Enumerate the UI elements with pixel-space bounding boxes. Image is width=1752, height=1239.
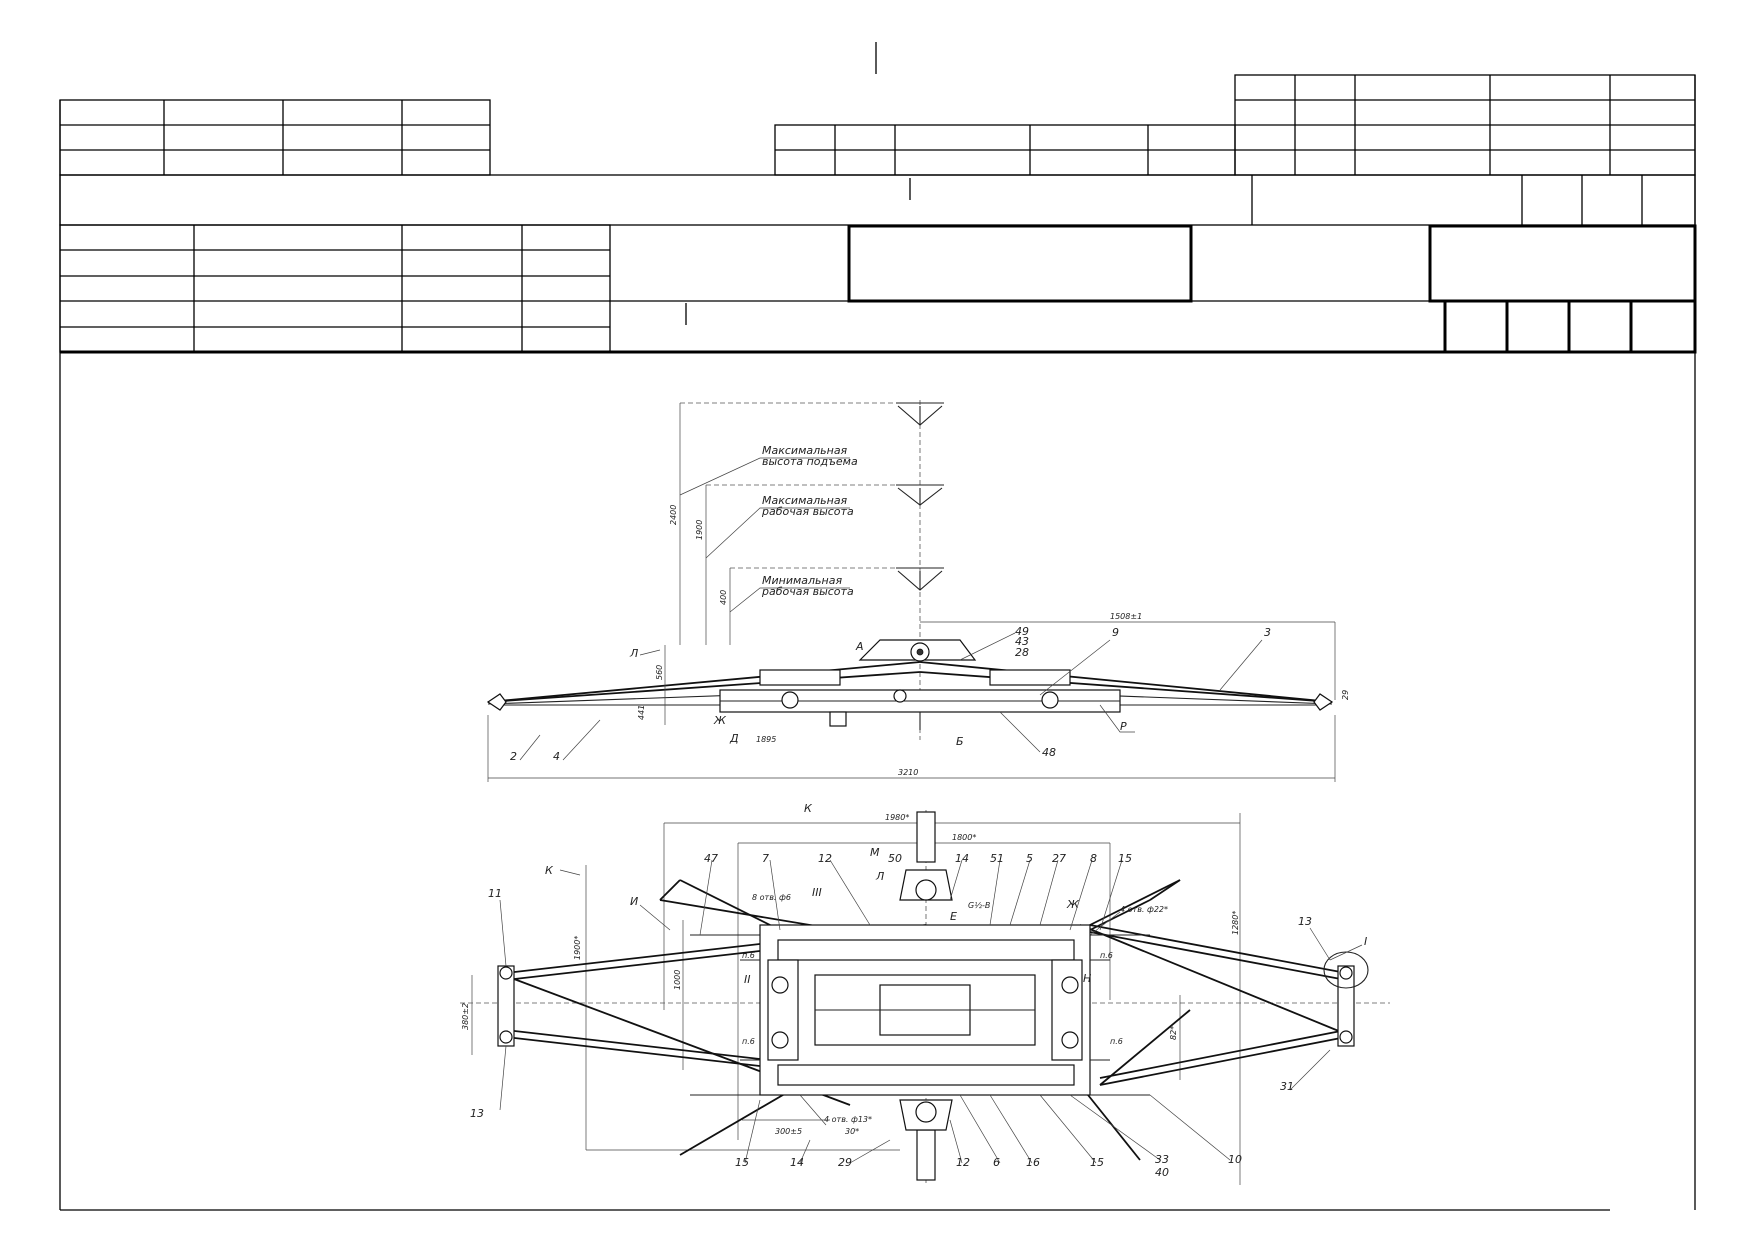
dim-380: 380±2 [461,1003,470,1030]
label-p6-d: п.6 [1110,1037,1123,1046]
dim-30: 30* [845,1127,859,1136]
label-2: 2 [510,750,517,763]
dim-29: 29 [1341,690,1350,700]
head-min-work [896,567,944,591]
label-L: Л [629,647,638,660]
label-K-top: К [804,802,813,815]
label-L: Л [875,870,884,883]
plan-view-lugs [899,811,953,1181]
label-47: 47 [704,852,718,865]
dim-1000: 1000 [673,970,682,990]
label-A: А [855,640,864,653]
head-max-lift [896,402,944,426]
label-R: Р [1120,720,1127,733]
dim-400: 400 [719,590,728,605]
label-5: 5 [1026,852,1033,865]
dim-560: 560 [655,665,664,680]
label-K-left: К [545,864,554,877]
label-III: III [812,886,822,899]
dim-1900: 1900* [573,936,582,960]
dim-1800: 1800* [952,833,976,842]
label-31: 31 [1280,1080,1294,1093]
label-4: 4 [553,750,560,763]
side-note-3-line-1: Минимальная [762,574,842,587]
label-I: И [630,895,638,908]
label-15-top: 15 [1118,852,1132,865]
label-16: 16 [1026,1156,1040,1169]
label-29: 29 [838,1156,852,1169]
label-I-roman: I [1364,935,1367,948]
side-note-3-line-2: рабочая высота [761,585,854,598]
note-g-thread: G½-В [968,901,990,910]
label-15-bottom-a: 15 [735,1156,749,1169]
dim-1508: 1508±1 [1110,612,1142,621]
label-Zh: Ж [713,714,727,727]
label-50: 50 [888,852,902,865]
label-12-bottom: 12 [956,1156,970,1169]
note-8-holes: 8 отв. ф6 [752,893,791,902]
dim-1980: 1980* [885,813,909,822]
label-13-left: 13 [470,1107,484,1120]
label-27: 27 [1052,852,1066,865]
label-7: 7 [762,852,769,865]
label-13-right: 13 [1298,915,1312,928]
label-9: 9 [1112,626,1119,639]
label-M: М [870,846,880,859]
label-43: 43 [1015,635,1029,648]
dim-82: 82* [1169,1026,1178,1040]
label-14-bottom: 14 [790,1156,804,1169]
label-N: Н [1083,972,1091,985]
side-note-1-line-1: Максимальная [762,444,848,457]
side-note-2-line-2: рабочая высота [761,505,854,518]
side-note-1-line-2: высота подъема [762,455,858,468]
label-11: 11 [488,887,502,900]
label-15-bottom-b: 15 [1090,1156,1104,1169]
dim-1280: 1280* [1231,911,1240,935]
note-4-holes-13: 4 отв. ф13* [824,1115,872,1124]
label-33: 33 [1155,1153,1169,1166]
note-4-holes-22: 4 отв. ф22* [1120,905,1168,914]
dim-300: 300±5 [775,1127,802,1136]
label-48: 48 [1042,746,1056,759]
label-40: 40 [1155,1166,1169,1179]
side-view: Максимальная высота подъема Максимальная… [486,400,1350,782]
side-view-frame [486,639,1334,730]
label-49: 49 [1015,625,1029,638]
label-D: Д [729,732,739,745]
label-p6-c: п.6 [742,1037,755,1046]
plan-view-body [740,924,1110,1096]
label-14-top: 14 [955,852,969,865]
plan-view: 1980* 1800* 1900* 1280* 380±2 1000 82* 3… [460,802,1390,1185]
label-Zh: Ж [1066,898,1080,911]
label-E: Е [950,910,957,923]
head-max-work [896,484,944,506]
label-28: 28 [1015,646,1029,659]
label-12-top: 12 [818,852,832,865]
side-note-2-line-1: Максимальная [762,494,848,507]
label-8: 8 [1090,852,1097,865]
dim-3210: 3210 [898,768,918,777]
dim-441: 441 [637,705,646,720]
label-3: 3 [1264,626,1271,639]
label-B: Б [956,735,964,748]
title-block-grid [59,42,1697,1211]
label-10: 10 [1228,1153,1242,1166]
dim-2400: 2400 [669,505,678,525]
dim-1895: 1895 [756,735,776,744]
label-II: II [744,973,751,986]
label-p6-b: п.6 [1100,951,1113,960]
label-51: 51 [990,852,1004,865]
label-p6-a: п.6 [742,951,755,960]
label-6: 6 [993,1156,1000,1169]
dim-1900: 1900 [695,520,704,540]
